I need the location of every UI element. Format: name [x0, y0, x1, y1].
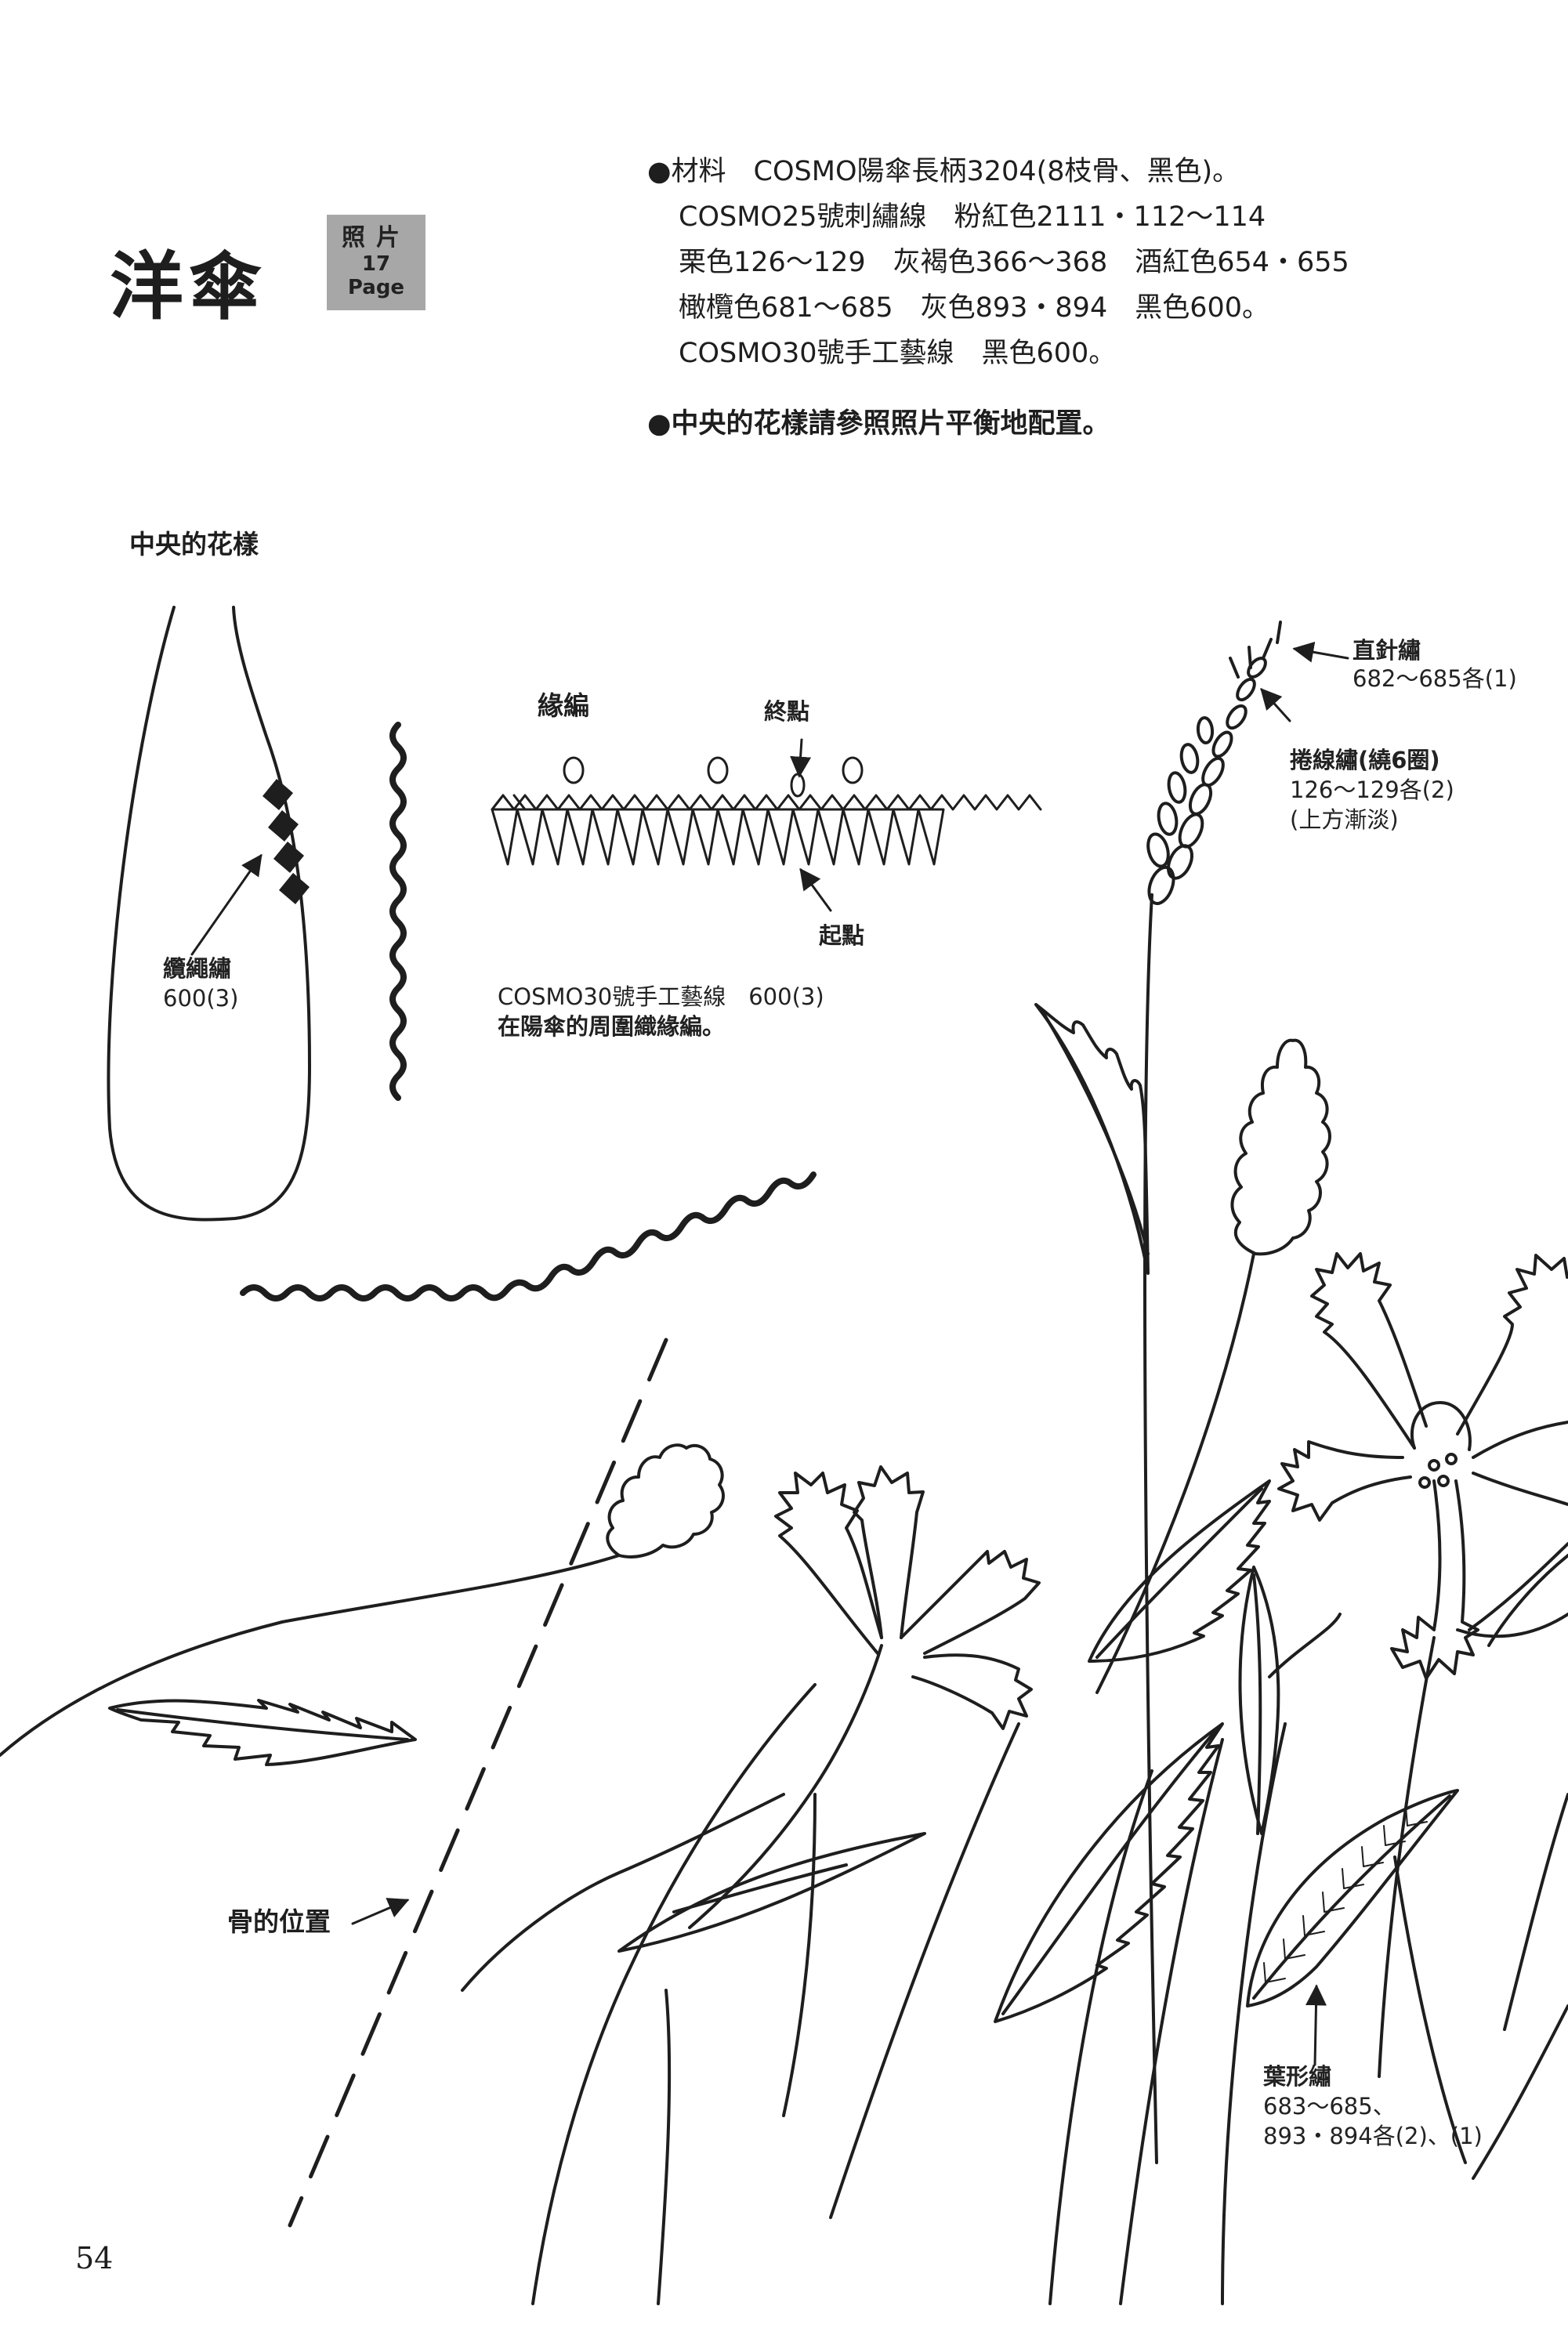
leaf-stitch-label: 葉形繡: [1263, 2063, 1332, 2090]
center-pattern-title: 中央的花樣: [129, 529, 259, 559]
left-leaf: [108, 1699, 417, 1766]
flower-middle: [688, 1465, 1041, 1929]
cable-stitch-label: 纜繩繡: [163, 955, 232, 982]
jagged-leaf-lower: [994, 1722, 1224, 2023]
leaf-stitch-thread-1: 683〜685、: [1263, 2093, 1396, 2120]
rib-position-dashed-line: [288, 1338, 668, 2228]
bullion-stitch-label: 捲線繡(繞6圈): [1290, 747, 1440, 773]
page-title: 洋傘: [110, 244, 267, 330]
cable-stitch-thread: 600(3): [163, 985, 239, 1012]
wheat-stem-top: [1143, 893, 1158, 2164]
photo-tag-unit: Page: [347, 276, 405, 299]
straight-stitch-label: 直針繡: [1353, 637, 1421, 664]
materials-line-4: 橄欖色681〜685 灰色893・894 黑色600。: [679, 292, 1270, 324]
edging-end-point: 終點: [764, 698, 810, 725]
materials-line-5: COSMO30號手工藝線 黑色600。: [679, 338, 1117, 369]
straight-stitch-thread: 682〜685各(1): [1353, 665, 1517, 692]
photo-tag-number: 17: [361, 252, 391, 276]
feather-stitch-leaf: [1246, 1789, 1459, 2007]
rib-position-label: 骨的位置: [227, 1906, 331, 1937]
jagged-leaf-upper: [1034, 1003, 1150, 1275]
wheat-head-middle: [1230, 1038, 1331, 1256]
materials-line-3: 栗色126〜129 灰褐色366〜368 酒紅色654・655: [679, 247, 1349, 278]
left-wheat-head: [606, 1443, 725, 1559]
left-long-stem: [0, 1554, 621, 1757]
leaf-stitch-thread-2: 893・894各(2)、(1): [1263, 2123, 1483, 2149]
cable-stitch-diamonds: [263, 779, 310, 904]
jagged-leaf-right: [1088, 1479, 1271, 1663]
materials-line-1: ●材料 COSMO陽傘長柄3204(8枝骨、黑色)。: [647, 156, 1240, 187]
bullion-stitch-note: (上方漸淡): [1290, 806, 1399, 833]
materials-line-2: COSMO25號刺繡線 粉紅色2111・112〜114: [679, 201, 1266, 233]
edging-start-point: 起點: [819, 922, 865, 949]
photo-tag-label: 照片: [342, 224, 411, 252]
leaf-narrow-middle: [617, 1832, 926, 1953]
wheat-head-top: [1146, 621, 1282, 906]
center-pattern-outline: [107, 606, 311, 1222]
edging-note-line-2: 在陽傘的周圍織緣編。: [498, 1013, 726, 1040]
flower-right: [1277, 1252, 1568, 2078]
page-number: 54: [75, 2241, 114, 2275]
edging-chart: [491, 738, 1042, 912]
leaf-vertical: [1238, 1566, 1280, 1835]
placement-note: ●中央的花樣請參照照片平衡地配置。: [647, 408, 1110, 440]
vertical-wavy-line: [389, 722, 407, 1101]
wheat-stem-middle: [1095, 1252, 1255, 1694]
horizontal-wavy-line: [240, 1171, 817, 1302]
photo-reference-tag: 照片 17 Page: [327, 215, 425, 310]
edging-note-line-1: COSMO30號手工藝線 600(3): [498, 983, 824, 1010]
edging-title: 緣編: [538, 690, 589, 721]
bullion-stitch-thread: 126〜129各(2): [1290, 777, 1454, 803]
